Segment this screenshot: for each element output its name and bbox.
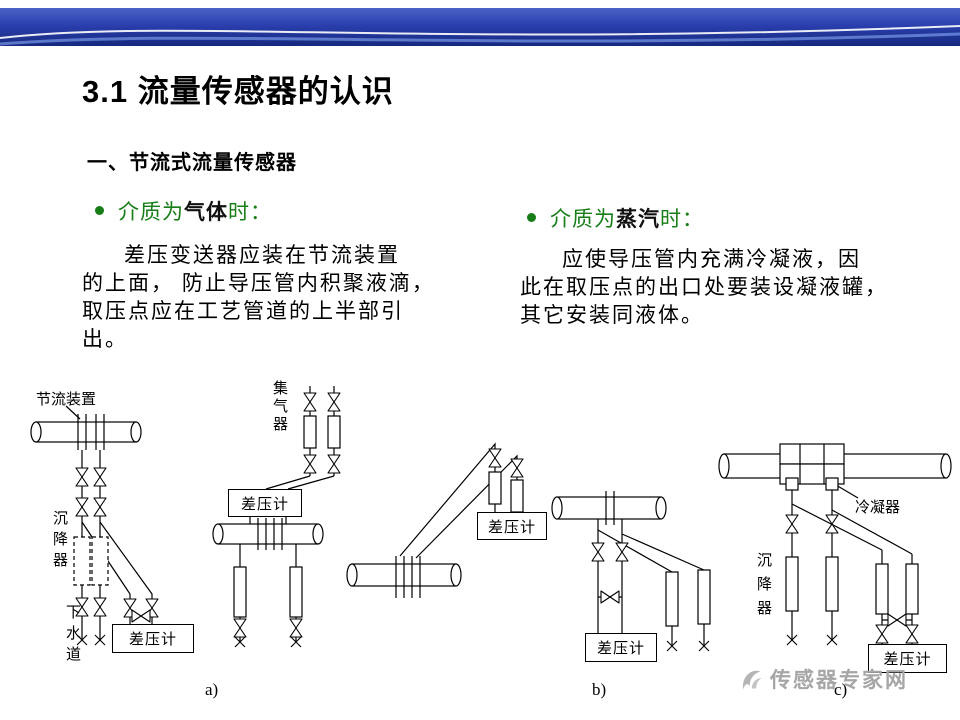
throttle-device-label: 节流装置 xyxy=(36,391,97,408)
paragraph-line: 取压点应在工艺管道的上半部引 xyxy=(82,300,404,323)
valve-icon xyxy=(510,458,524,478)
bullet-steam: 介质为蒸汽时： xyxy=(527,203,704,233)
watermark: 传感器专家网 xyxy=(738,664,908,694)
section-heading: 一、节流式流量传感器 xyxy=(87,152,297,174)
diagram-area: 节流装置 集气器 沉降器 下水道 冷凝器 沉降器 差压计 差压计 差压计 差压计… xyxy=(0,372,960,720)
dp-gauge-box: 差压计 xyxy=(228,489,302,517)
paragraph-line: 差压变送器应装在节流装置 xyxy=(124,244,400,267)
valve-icon xyxy=(591,542,605,562)
watermark-logo-icon xyxy=(742,670,762,690)
valve-icon xyxy=(303,392,317,412)
bullet-icon xyxy=(527,213,536,222)
valve-icon xyxy=(75,467,89,487)
paragraph-line: 此在取压点的出口处要装设凝液罐， xyxy=(520,276,888,299)
gas-collector-label: 集气器 xyxy=(271,380,288,434)
caption-c: c) xyxy=(834,680,848,699)
valve-icon xyxy=(825,514,839,534)
valve-icon xyxy=(93,597,107,617)
settler-label-c: 沉降器 xyxy=(755,552,772,624)
bullet-gas-suffix: 时： xyxy=(228,201,272,224)
bullet-icon xyxy=(95,206,104,215)
valve-icon xyxy=(905,624,919,644)
paragraph-line: 其它安装同液体。 xyxy=(520,304,704,327)
valve-icon xyxy=(600,590,620,604)
condenser-label: 冷凝器 xyxy=(855,499,901,516)
valve-icon xyxy=(488,448,502,468)
bullet-gas: 介质为气体时： xyxy=(95,196,272,226)
bullet-gas-keyword: 气体 xyxy=(184,201,228,224)
settler-label-a: 沉降器 xyxy=(51,510,68,573)
figure-a-art xyxy=(30,386,341,642)
dp-gauge-box: 差压计 xyxy=(112,624,194,653)
dp-gauge-box: 差压计 xyxy=(868,644,947,673)
valve-icon xyxy=(289,618,303,638)
dp-gauge-box: 差压计 xyxy=(477,512,547,540)
valve-icon xyxy=(327,454,341,474)
paragraph-line: 应使导压管内充满冷凝液，因 xyxy=(562,248,861,271)
paragraph-line: 出。 xyxy=(82,328,128,351)
page-title: 3.1 流量传感器的认识 xyxy=(82,74,394,109)
paragraph-steam: 应使导压管内充满冷凝液，因 此在取压点的出口处要装设凝液罐， 其它安装同液体。 xyxy=(520,246,920,330)
valve-icon xyxy=(75,497,89,517)
valve-icon xyxy=(93,497,107,517)
valve-icon xyxy=(131,609,151,623)
valve-icon xyxy=(93,467,107,487)
sewer-label: 下水道 xyxy=(64,604,81,667)
valve-icon xyxy=(875,624,889,644)
valve-icon xyxy=(233,618,247,638)
valve-icon xyxy=(785,514,799,534)
caption-a: a) xyxy=(205,680,219,699)
piping-diagram xyxy=(30,386,952,652)
valve-icon xyxy=(303,454,317,474)
paragraph-line: 的上面， 防止导压管内积聚液滴， xyxy=(82,272,435,295)
bullet-steam-suffix: 时： xyxy=(660,208,704,231)
valve-icon xyxy=(327,392,341,412)
header-wave-decoration xyxy=(0,25,960,46)
bullet-gas-prefix: 介质为 xyxy=(118,201,184,224)
bullet-steam-keyword: 蒸汽 xyxy=(616,208,660,231)
header-bar xyxy=(0,8,960,46)
watermark-text: 传感器专家网 xyxy=(770,669,908,692)
caption-b: b) xyxy=(592,680,607,699)
figure-b-art xyxy=(346,442,711,646)
dp-gauge-box: 差压计 xyxy=(585,633,657,662)
figure-c-art xyxy=(718,443,952,644)
valve-icon xyxy=(615,542,629,562)
valve-icon xyxy=(887,613,907,627)
bullet-steam-prefix: 介质为 xyxy=(550,208,616,231)
paragraph-gas: 差压变送器应装在节流装置 的上面， 防止导压管内积聚液滴， 取压点应在工艺管道的… xyxy=(82,242,482,354)
